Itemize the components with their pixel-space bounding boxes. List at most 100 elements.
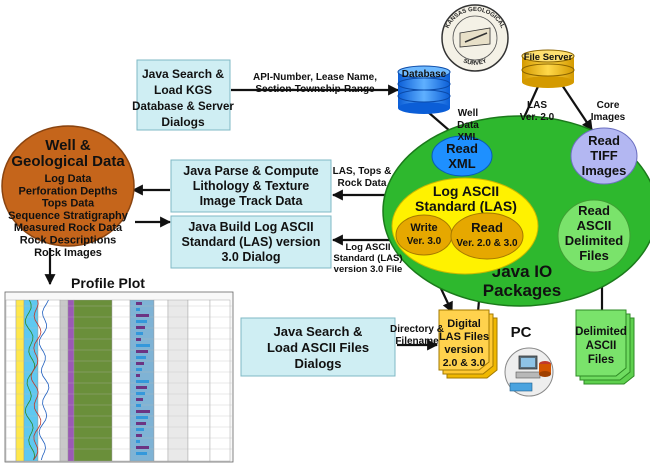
label-las-tops-1: LAS, Tops & <box>333 166 392 177</box>
profile-bar <box>136 386 147 389</box>
label-las-v3-2: Standard (LAS) <box>333 253 402 264</box>
search-load-kgs-box: Java Search & Load KGS Database & Server… <box>132 59 234 131</box>
build-line-3: 3.0 Dialog <box>221 250 280 264</box>
label-api-2: Section-Township-Range <box>255 84 375 95</box>
las-files-line-3: version <box>444 344 483 356</box>
profile-bar <box>136 380 149 383</box>
las-files-line-2: LAS Files <box>439 331 489 343</box>
profile-log-curve <box>24 299 36 461</box>
read-las-line-1: Read <box>471 220 503 235</box>
profile-bar <box>136 404 141 407</box>
profile-bar <box>136 362 144 365</box>
write-line-2: Ver. 3.0 <box>407 236 442 247</box>
profile-track <box>209 299 231 462</box>
write-node <box>395 214 453 256</box>
profile-track <box>187 299 211 462</box>
read-xml-line-2: XML <box>448 156 476 171</box>
profile-bar <box>136 356 146 359</box>
parse-line-1: Java Parse & Compute <box>183 164 319 178</box>
build-las-box: Java Build Log ASCII Standard (LAS) vers… <box>170 215 332 269</box>
profile-bar <box>136 344 150 347</box>
label-dir-file-1: Directory & <box>390 324 444 335</box>
profile-bar <box>136 308 140 311</box>
label-las-v3-1: Log ASCII <box>345 242 390 253</box>
edge-labels: API-Number, Lease Name, Section-Township… <box>253 72 626 347</box>
profile-bar <box>136 422 146 425</box>
label-well-xml-1: Well <box>458 108 479 119</box>
profile-plot-title: Profile Plot <box>71 275 145 291</box>
read-delimited-node: Read ASCII Delimited Files <box>557 199 631 273</box>
profile-bar <box>136 434 142 437</box>
search-kgs-line-3: Database & Server <box>132 101 234 113</box>
delim-files-line-1: Delimited <box>575 326 627 338</box>
profile-bar <box>136 452 147 455</box>
profile-bar <box>136 368 142 371</box>
arrow-fileserver-to-tiff <box>559 81 593 131</box>
write-line-1: Write <box>410 222 437 234</box>
profile-bar <box>136 416 148 419</box>
parse-line-3: Image Track Data <box>200 194 304 208</box>
profile-bar <box>136 440 140 443</box>
read-xml-line-1: Read <box>446 141 478 156</box>
delim-files-line-3: Files <box>588 354 614 366</box>
profile-track <box>111 299 131 462</box>
build-line-1: Java Build Log ASCII <box>188 220 313 234</box>
profile-track <box>167 299 189 462</box>
search-ascii-line-2: Load ASCII Files <box>267 340 369 355</box>
read-las-line-2: Ver. 2.0 & 3.0 <box>456 238 518 249</box>
pc-label: PC <box>511 324 532 341</box>
label-las-ver-2: Ver. 2.0 <box>520 112 555 123</box>
profile-track <box>67 299 75 462</box>
delim-files-line-2: ASCII <box>586 340 617 352</box>
search-ascii-line-1: Java Search & <box>274 324 363 339</box>
profile-bar <box>136 350 148 353</box>
label-well-xml-3: XML <box>457 132 478 143</box>
database-icon: Database <box>397 65 451 114</box>
search-ascii-line-3: Dialogs <box>295 356 342 371</box>
parse-line-2: Lithology & Texture <box>193 179 309 193</box>
well-item: Measured Rock Data <box>14 222 123 234</box>
label-las-v3-3: version 3.0 File <box>334 264 403 275</box>
profile-bar <box>136 338 141 341</box>
digital-las-files-icon: Digital LAS Files version 2.0 & 3.0 <box>438 309 498 379</box>
read-tiff-line-3: Images <box>582 163 627 178</box>
profile-log-curve <box>38 299 50 461</box>
read-tiff-node: Read TIFF Images <box>570 127 638 185</box>
search-ascii-box: Java Search & Load ASCII Files Dialogs <box>240 317 396 377</box>
las-line-2: Standard (LAS) <box>415 198 517 214</box>
profile-track <box>153 299 169 462</box>
parse-compute-box: Java Parse & Compute Lithology & Texture… <box>170 159 332 213</box>
label-las-tops-2: Rock Data <box>338 178 387 189</box>
label-well-xml-2: Data <box>457 120 479 131</box>
java-io-title-2: Packages <box>483 281 561 300</box>
well-title-1: Well & <box>45 137 91 154</box>
profile-plot: Profile Plot <box>4 275 234 463</box>
search-kgs-line-2: Load KGS <box>154 83 212 97</box>
delimited-ascii-files-icon: Delimited ASCII Files <box>575 309 635 385</box>
well-item: Rock Descriptions <box>20 235 117 247</box>
seal-text-bottom: SURVEY <box>462 58 487 67</box>
read-delim-line-3: Delimited <box>565 233 624 248</box>
las-line-1: Log ASCII <box>433 183 499 199</box>
profile-bar <box>136 374 140 377</box>
read-delim-line-4: Files <box>579 248 609 263</box>
read-delim-line-2: ASCII <box>577 218 612 233</box>
profile-plot-tracks <box>5 299 232 462</box>
search-kgs-line-1: Java Search & <box>142 67 224 81</box>
profile-bar <box>136 398 143 401</box>
profile-bar <box>136 332 143 335</box>
profile-bar <box>136 326 145 329</box>
profile-bar <box>136 410 150 413</box>
las-files-line-1: Digital <box>447 318 481 330</box>
search-kgs-line-4: Dialogs <box>161 115 205 129</box>
read-tiff-line-2: TIFF <box>590 148 617 163</box>
profile-bar <box>136 446 149 449</box>
well-item: Tops Data <box>42 198 95 210</box>
profile-log-curve <box>30 299 42 461</box>
read-delim-line-1: Read <box>578 203 610 218</box>
read-tiff-line-1: Read <box>588 133 620 148</box>
read-xml-node: Read XML <box>431 135 493 177</box>
label-core-images-1: Core <box>597 100 620 111</box>
